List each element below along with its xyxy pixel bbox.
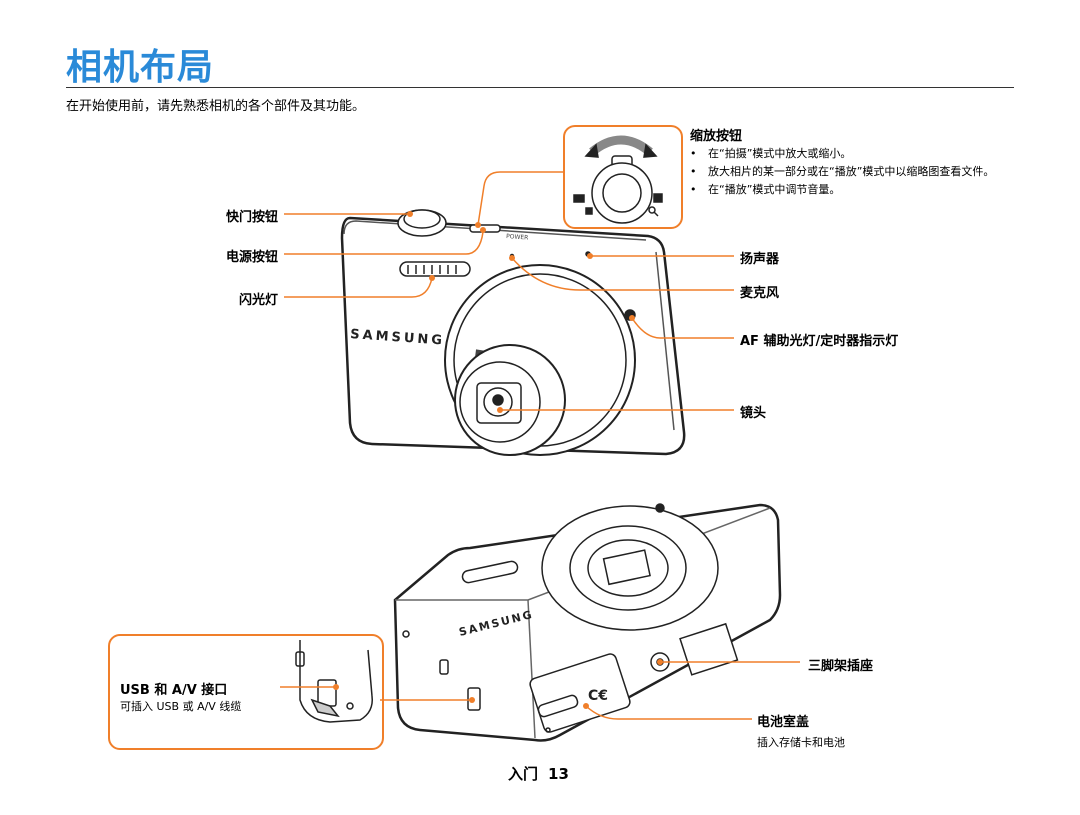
flash-label: 闪光灯 (238, 293, 278, 308)
page-footer: 入门 13 (508, 763, 579, 784)
zoom-note: 放大相片的某一部分或在“播放”模式中以缩略图查看文件。 (690, 163, 1008, 181)
battery-cover-note: 插入存储卡和电池 (757, 736, 845, 749)
zoom-note: 在“拍摄”模式中放大或缩小。 (690, 145, 1008, 163)
usb-closeup-drawing (295, 640, 373, 723)
usb-closeup-box (108, 634, 384, 750)
leader-dots (333, 211, 663, 709)
page-number: 13 (548, 765, 569, 783)
camera-bottom (393, 503, 782, 742)
af-lamp-label: AF 辅助光灯/定时器指示灯 (740, 334, 899, 349)
camera-front (340, 209, 686, 456)
power-text: POWER (506, 233, 529, 242)
zoom-button-label: 缩放按钮 (690, 129, 743, 144)
usb-av-port-note: 可插入 USB 或 A/V 线缆 (120, 700, 242, 713)
speaker-label: 扬声器 (740, 252, 780, 267)
footer-section: 入门 (508, 765, 539, 783)
mic-label: 麦克风 (740, 286, 780, 301)
brand-logo: SAMSUNG (350, 327, 446, 349)
battery-cover-label: 电池室盖 (757, 715, 810, 730)
lens-label: 镜头 (740, 406, 767, 421)
leader-lines (280, 171, 800, 720)
title-divider (66, 87, 1014, 88)
zoom-notes-list: 在“拍摄”模式中放大或缩小。 放大相片的某一部分或在“播放”模式中以缩略图查看文… (690, 145, 1008, 199)
usb-av-port-label: USB 和 A/V 接口 (120, 683, 228, 698)
shutter-button-label: 快门按钮 (225, 210, 278, 225)
tripod-mount-label: 三脚架插座 (808, 659, 874, 674)
power-button-label: 电源按钮 (225, 250, 278, 265)
ce-mark: C€ (588, 688, 608, 704)
zoom-lever-icon (573, 135, 663, 224)
page-title: 相机布局 (66, 47, 215, 88)
intro-text: 在开始使用前，请先熟悉相机的各个部件及其功能。 (66, 99, 366, 114)
zoom-note: 在“播放”模式中调节音量。 (690, 181, 1008, 199)
